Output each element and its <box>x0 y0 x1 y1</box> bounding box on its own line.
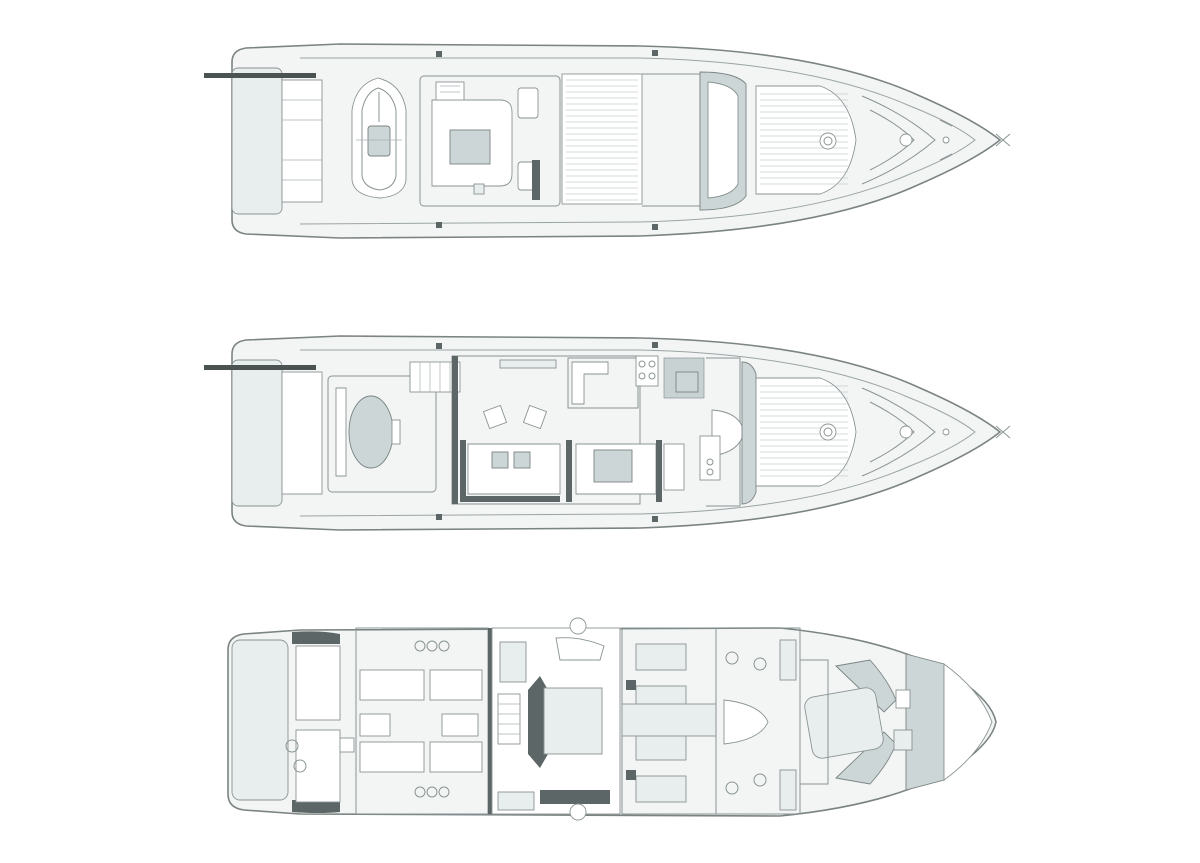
flybridge-lounge <box>419 75 561 207</box>
flybridge-table <box>449 129 491 165</box>
master-bathroom <box>499 641 527 683</box>
saloon-coffee-table-right <box>513 451 531 469</box>
main-deck-antenna-mast <box>204 365 316 370</box>
main-deck-foredeck <box>741 361 1011 505</box>
flybridge-antenna-mast <box>204 73 316 78</box>
flybridge-hull-inner-line <box>299 57 976 225</box>
flybridge-windscreen <box>642 71 747 211</box>
engine-starboard <box>414 786 450 798</box>
guest-bed-1 <box>635 643 687 671</box>
engine-port <box>414 640 450 652</box>
main-saloon <box>451 355 641 505</box>
guest-heads <box>715 627 801 815</box>
main-deck-hull-outline <box>231 335 1002 531</box>
main-deck-plan <box>204 335 1011 531</box>
lower-deck-swim-platform <box>231 639 289 801</box>
saloon-coffee-table-left <box>491 451 509 469</box>
flybridge-swim-platform <box>231 67 283 215</box>
guest-bed-4 <box>635 775 687 803</box>
crew-cabin <box>285 631 355 813</box>
guest-cabins <box>621 627 717 815</box>
lower-helm <box>699 357 745 507</box>
flybridge-transom-steps <box>281 79 323 203</box>
saloon-armchair-left <box>482 404 508 430</box>
master-double-bed <box>543 687 603 755</box>
flybridge-deck-plan <box>204 43 1011 239</box>
vip-bed <box>804 687 884 759</box>
flybridge-foredeck <box>755 85 1011 195</box>
anchor-windlass <box>942 136 950 144</box>
aft-cockpit <box>327 375 437 493</box>
engine-room <box>355 627 489 815</box>
vip-forward-cabin <box>800 659 897 785</box>
saloon-armchair-right <box>522 404 548 430</box>
lower-deck-plan <box>227 617 997 821</box>
guest-bed-3 <box>635 733 687 761</box>
main-dining-area <box>575 440 685 502</box>
dining-table <box>593 449 633 483</box>
lower-deck-stairs <box>497 693 521 745</box>
cockpit-dining-table <box>348 395 394 469</box>
main-deck-swim-platform <box>231 359 283 507</box>
flybridge-teak-deck <box>561 73 643 205</box>
galley <box>567 355 705 409</box>
forepeak <box>893 653 993 791</box>
main-deck-hull-inner-line <box>299 349 976 517</box>
tender-dinghy <box>351 77 407 199</box>
